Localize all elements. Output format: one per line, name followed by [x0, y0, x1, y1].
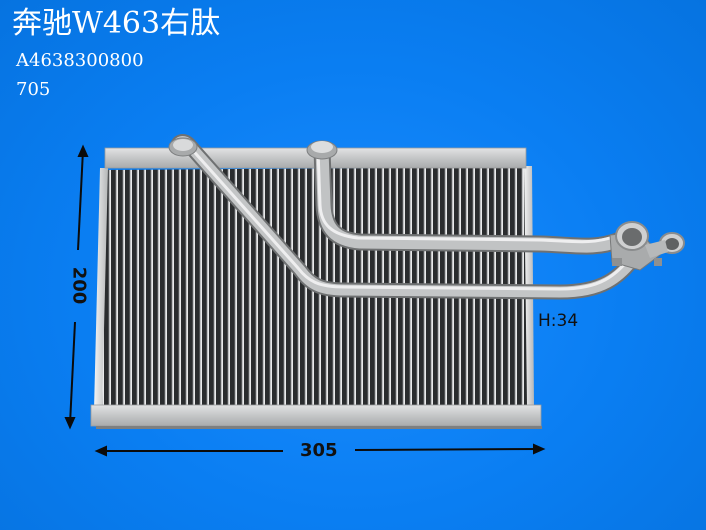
- width-dimension-label: 305: [300, 440, 338, 461]
- pipe-fittings: [609, 221, 685, 271]
- pipe-inlets: [168, 137, 338, 160]
- part-number: A4638300800: [16, 50, 144, 71]
- dimension-arrows: [64, 144, 546, 457]
- product-title: 奔驰W463右肽: [12, 6, 221, 41]
- product-code: 705: [16, 79, 51, 100]
- height-dimension-label: 200: [68, 266, 90, 305]
- depth-dimension-label: H:34: [538, 311, 579, 331]
